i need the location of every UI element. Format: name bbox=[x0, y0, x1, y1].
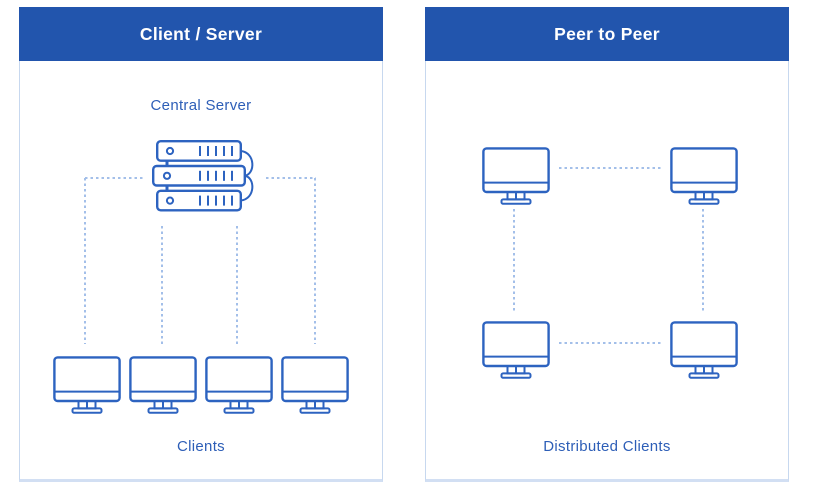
connection-line bbox=[702, 209, 704, 311]
monitor-icon bbox=[482, 147, 550, 205]
monitor-icon bbox=[482, 321, 550, 379]
connection-line bbox=[266, 177, 316, 179]
connection-line bbox=[85, 177, 145, 179]
client-server-diagram: Central Server bbox=[19, 61, 383, 482]
peer-to-peer-title: Peer to Peer bbox=[554, 23, 660, 44]
connection-line bbox=[84, 178, 86, 344]
central-server-label: Central Server bbox=[150, 97, 252, 114]
peer-to-peer-diagram: Distributed Clients bbox=[425, 61, 789, 482]
monitor-icon bbox=[670, 147, 738, 205]
clients-label: Clients bbox=[177, 438, 225, 455]
connection-line bbox=[559, 342, 662, 344]
monitor-icon bbox=[281, 356, 349, 414]
connection-line bbox=[161, 226, 163, 344]
client-server-header: Client / Server bbox=[19, 7, 383, 61]
connection-line bbox=[513, 209, 515, 311]
connection-line bbox=[236, 226, 238, 344]
monitor-icon bbox=[129, 356, 197, 414]
peer-to-peer-panel: Peer to Peer Distributed Clients bbox=[425, 7, 789, 482]
peer-to-peer-header: Peer to Peer bbox=[425, 7, 789, 61]
client-server-panel: Client / Server Central Server bbox=[19, 7, 383, 482]
monitor-icon bbox=[53, 356, 121, 414]
connection-line bbox=[559, 167, 662, 169]
monitor-icon bbox=[205, 356, 273, 414]
monitor-icon bbox=[670, 321, 738, 379]
server-stack-icon bbox=[152, 140, 260, 214]
connection-line bbox=[314, 178, 316, 344]
client-server-title: Client / Server bbox=[139, 23, 263, 44]
distributed-clients-label: Distributed Clients bbox=[543, 438, 671, 455]
